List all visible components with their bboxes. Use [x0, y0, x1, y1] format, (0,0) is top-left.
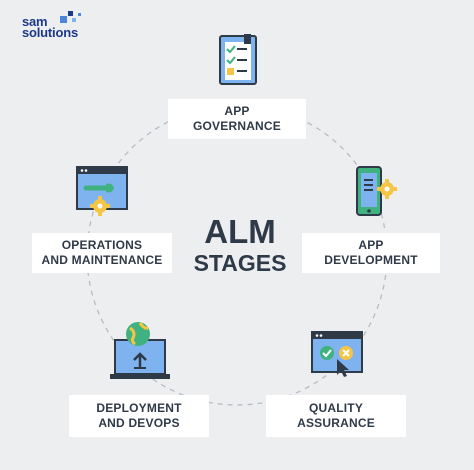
logo-line2: solutions [22, 25, 78, 40]
stage-label-line1: QUALITY [308, 401, 364, 415]
stage-label-line2: DEVELOPMENT [324, 253, 418, 267]
stage-label-line2: AND MAINTENANCE [41, 253, 163, 267]
logo-line1: sam [22, 14, 48, 29]
checklist-icon [219, 34, 257, 85]
title-line2: STAGES [193, 250, 287, 276]
stage-label-line1: DEPLOYMENT [96, 401, 182, 415]
stage-app-governance: APP GOVERNANCE [168, 99, 306, 139]
stage-quality-assurance: QUALITY ASSURANCE [266, 395, 406, 437]
sam-solutions-logo: sam solutions [22, 14, 78, 40]
stage-app-development: APP DEVELOPMENT [302, 233, 440, 273]
diagram-title: ALM STAGES [190, 215, 290, 277]
stage-operations-and-maintenance: OPERATIONS AND MAINTENANCE [32, 233, 172, 273]
stage-label-line1: APP [358, 238, 384, 252]
window-wrench-gear-icon [76, 166, 128, 216]
stage-deployment-and-devops: DEPLOYMENT AND DEVOPS [69, 395, 209, 437]
stage-label-line1: OPERATIONS [61, 238, 143, 252]
stage-label-line2: GOVERNANCE [192, 119, 281, 133]
stage-label-line1: APP [224, 104, 250, 118]
logo-squares-icon [60, 11, 81, 23]
stage-label-line2: AND DEVOPS [98, 416, 180, 430]
stage-label-line2: ASSURANCE [297, 416, 375, 430]
title-line1: ALM [204, 213, 276, 250]
laptop-globe-upload-icon [110, 322, 170, 379]
smartphone-gear-icon [356, 166, 397, 216]
window-check-cross-icon [311, 331, 363, 377]
